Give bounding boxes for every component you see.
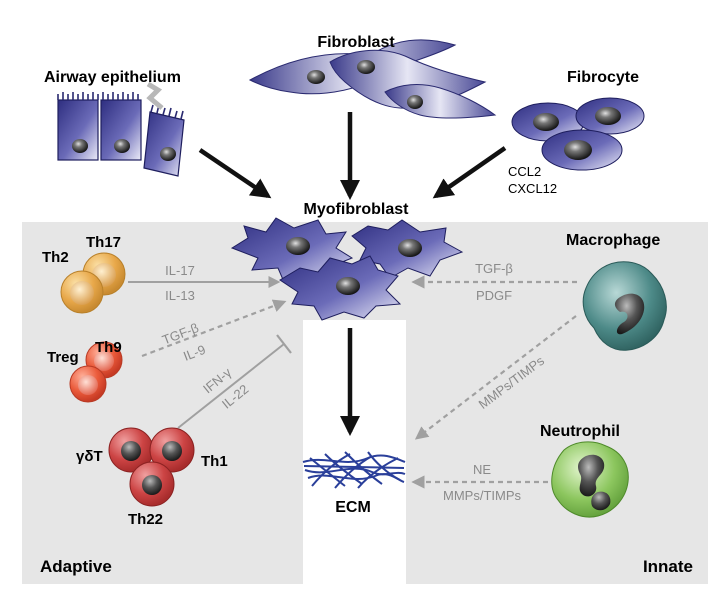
arrow-tgfb-il9: [141, 299, 287, 358]
pdgf-label: PDGF: [476, 288, 512, 303]
arrow-epithelium-to-myofibroblast: [198, 148, 272, 199]
th2-label: Th2: [42, 249, 69, 266]
airway-epithelium-cells: [57, 81, 185, 177]
treg-th9-cells: [69, 341, 123, 403]
neutrophil-cell: [551, 441, 629, 518]
innate-label: Innate: [643, 557, 693, 576]
fibroblast-label: Fibroblast: [317, 34, 395, 51]
macrophage-label: Macrophage: [566, 232, 660, 249]
myofibroblast-label: Myofibroblast: [304, 201, 410, 218]
tgfb-right-label: TGF-β: [475, 261, 513, 276]
airway-epithelium-label: Airway epithelium: [44, 69, 181, 86]
ccl2-label: CCL2: [508, 164, 541, 179]
th22-label: Th22: [128, 511, 163, 528]
ne-label: NE: [473, 462, 491, 477]
adaptive-label: Adaptive: [40, 557, 112, 576]
innate-panel: [406, 222, 708, 584]
il17-label: IL-17: [165, 263, 195, 278]
fibroblast-cells: [248, 39, 497, 119]
arrow-fibrocyte-to-myofibroblast: [432, 146, 507, 199]
inhibit-ifng-il22: [177, 343, 285, 429]
ecm-mesh: [302, 451, 406, 489]
cxcl12-label: CXCL12: [508, 181, 557, 196]
th17-label: Th17: [86, 234, 121, 251]
treg-label: Treg: [47, 349, 79, 366]
macrophage-cell: [582, 261, 667, 351]
fibrocyte-cells: [511, 97, 645, 171]
mmps-neutrophil-label: MMPs/TIMPs: [443, 488, 521, 503]
th9-label: Th9: [95, 339, 122, 356]
th1-label: Th1: [201, 453, 228, 470]
myofibroblast-cells: [230, 217, 464, 321]
gdt-label: γδT: [76, 448, 103, 465]
il13-label: IL-13: [165, 288, 195, 303]
ecm-label: ECM: [335, 499, 371, 516]
il9-label: IL-9: [181, 342, 207, 364]
arrow-macrophage-mmps: [414, 315, 577, 440]
neutrophil-label: Neutrophil: [540, 423, 620, 440]
th2-th17-cells: [60, 252, 126, 314]
gdt-th1-th22-cells: [108, 427, 195, 507]
inhibit-bar: [276, 334, 292, 354]
fibrocyte-label: Fibrocyte: [567, 69, 639, 86]
